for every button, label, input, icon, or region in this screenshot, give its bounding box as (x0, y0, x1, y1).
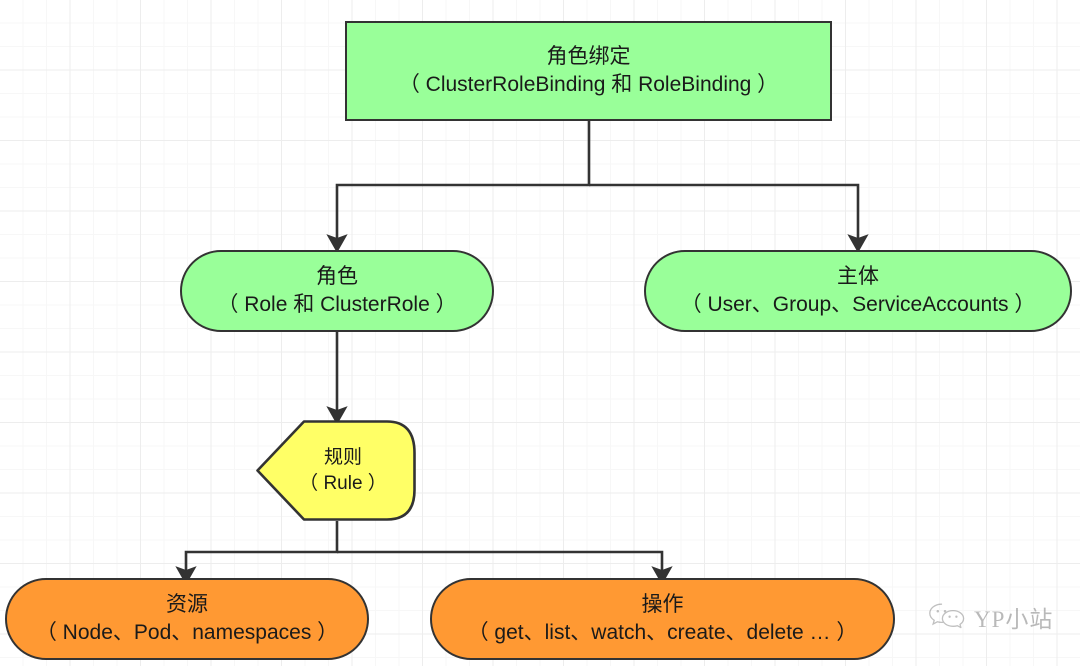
node-rule[interactable]: 规则 （ Rule ） (255, 419, 417, 522)
node-resource-line1: 资源 (166, 592, 208, 616)
edge-rolebinding-subject (589, 183, 869, 253)
wechat-icon (929, 603, 965, 629)
node-rule-line2: （ Rule ） (299, 472, 387, 494)
edge-rolebinding-role (326, 121, 591, 253)
node-role-line2: （ Role 和 ClusterRole ） (217, 293, 457, 316)
edge-rule-resource (175, 521, 339, 585)
node-rule-text: 规则 （ Rule ） (285, 445, 387, 496)
node-resource-line2: （ Node、Pod、namespaces ） (35, 621, 339, 644)
node-verb-line2: （ get、list、watch、create、delete … ） (467, 621, 858, 644)
node-rule-line1: 规则 (323, 447, 362, 469)
node-role-binding[interactable]: 角色绑定 （ ClusterRoleBinding 和 RoleBinding … (345, 21, 832, 121)
node-role-line1: 角色 (316, 264, 358, 288)
node-role-binding-line1: 角色绑定 (546, 44, 631, 68)
node-role[interactable]: 角色 （ Role 和 ClusterRole ） (180, 250, 494, 332)
edge-rule-verb (337, 550, 673, 585)
node-role-binding-line2: （ ClusterRoleBinding 和 RoleBinding ） (398, 73, 779, 96)
node-resource[interactable]: 资源 （ Node、Pod、namespaces ） (5, 578, 369, 660)
node-verb-line1: 操作 (641, 592, 684, 616)
watermark-text: YP小站 (974, 607, 1054, 632)
node-subject-line2: （ User、Group、ServiceAccounts ） (680, 293, 1036, 316)
node-subject[interactable]: 主体 （ User、Group、ServiceAccounts ） (644, 250, 1072, 332)
node-rule-shape (256, 420, 416, 521)
node-subject-line1: 主体 (837, 264, 879, 288)
watermark: YP小站 (928, 600, 1053, 634)
node-verb[interactable]: 操作 （ get、list、watch、create、delete … ） (430, 578, 895, 660)
